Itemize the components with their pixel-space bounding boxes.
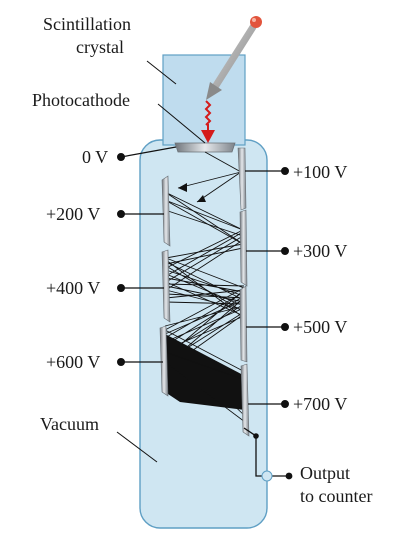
- voltage-leads: [116, 146, 290, 409]
- incoming-particle: [206, 16, 262, 100]
- voltage-500-label: +500 V: [293, 317, 348, 337]
- vacuum-label: Vacuum: [40, 414, 99, 434]
- photocathode-label: Photocathode: [32, 90, 130, 110]
- to-counter-label: to counter: [300, 486, 373, 506]
- scintillation-label: Scintillation: [43, 14, 131, 34]
- electron-cascade-lines: [164, 329, 246, 423]
- dynodes: [159, 147, 250, 437]
- dynode-2: [161, 175, 171, 247]
- voltage-100-label: +100 V: [293, 162, 348, 182]
- voltage-300-label: +300 V: [293, 241, 348, 261]
- photocathode: [174, 142, 236, 153]
- dynode-6: [159, 325, 169, 397]
- voltage-400-label: +400 V: [46, 278, 101, 298]
- electron-paths: [164, 151, 245, 371]
- voltage-700-label: +700 V: [293, 394, 348, 414]
- dynode-3: [239, 209, 248, 287]
- label-pointers: [116, 60, 206, 463]
- dynode-7: [240, 363, 250, 437]
- photon-arrow: [201, 100, 215, 143]
- dynode-1: [237, 147, 247, 211]
- dynode-5: [239, 285, 248, 363]
- output-label: Output: [300, 463, 351, 483]
- crystal-label: crystal: [76, 37, 124, 57]
- voltage-200-label: +200 V: [46, 204, 101, 224]
- dynode-4: [161, 249, 171, 323]
- electron-cascade-final: [165, 334, 245, 410]
- voltage-0-label: 0 V: [82, 147, 109, 167]
- voltage-600-label: +600 V: [46, 352, 101, 372]
- output-lead: [243, 427, 293, 482]
